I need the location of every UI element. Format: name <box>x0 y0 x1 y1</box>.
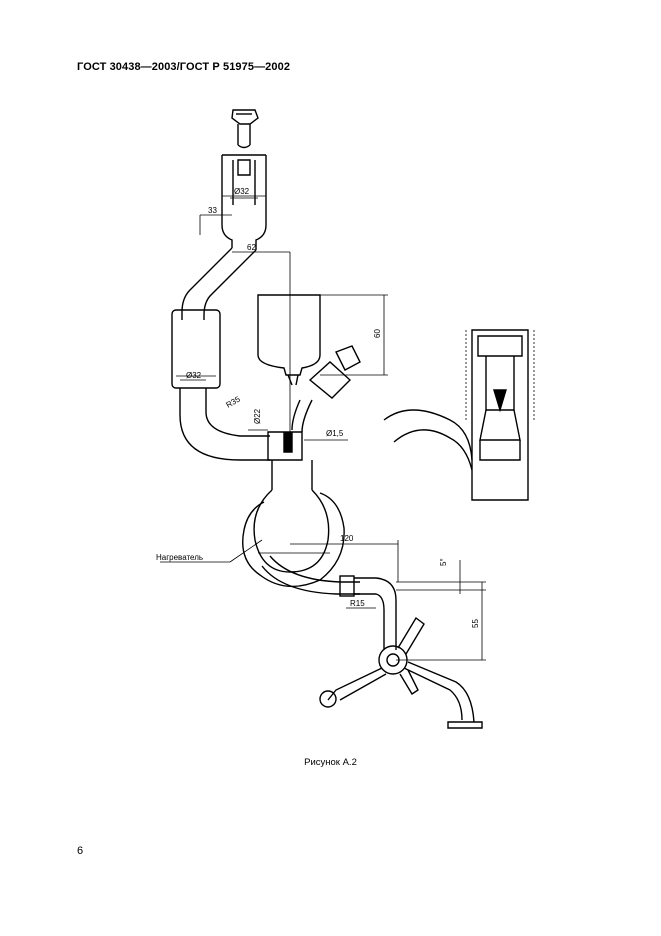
flask-neck <box>267 431 313 490</box>
figure-caption: Рисунок А.2 <box>304 757 357 768</box>
stopper-knob <box>231 109 259 149</box>
detail-view <box>383 329 535 501</box>
upper-tube <box>221 154 267 250</box>
dim-62: 62 <box>247 243 256 252</box>
dim-r35: R35 <box>225 394 243 409</box>
dim-d15: Ø1,5 <box>326 429 344 438</box>
tripod <box>319 616 483 729</box>
dim-55: 55 <box>471 619 480 628</box>
dim-d32-top: Ø32 <box>234 187 250 196</box>
dim-d32-body: Ø32 <box>186 371 202 380</box>
lower-curve <box>179 388 270 461</box>
dim-120: 120 <box>340 534 354 543</box>
dim-d22: Ø22 <box>253 408 262 424</box>
label-heater: Нагреватель <box>156 553 203 562</box>
dimension-lines <box>160 195 486 661</box>
page-number: 6 <box>77 845 84 857</box>
flask <box>242 489 345 588</box>
side-tube <box>261 555 397 650</box>
cylinder-body <box>171 309 221 389</box>
document-header: ГОСТ 30438—2003/ГОСТ Р 51975—2002 <box>77 61 291 73</box>
bent-tube <box>181 247 257 320</box>
dim-33: 33 <box>208 206 217 215</box>
dim-r15: R15 <box>350 599 365 608</box>
funnel <box>257 294 321 386</box>
stopcock <box>291 345 361 433</box>
dim-angle5: 5° <box>439 558 448 566</box>
dim-60: 60 <box>373 329 382 338</box>
